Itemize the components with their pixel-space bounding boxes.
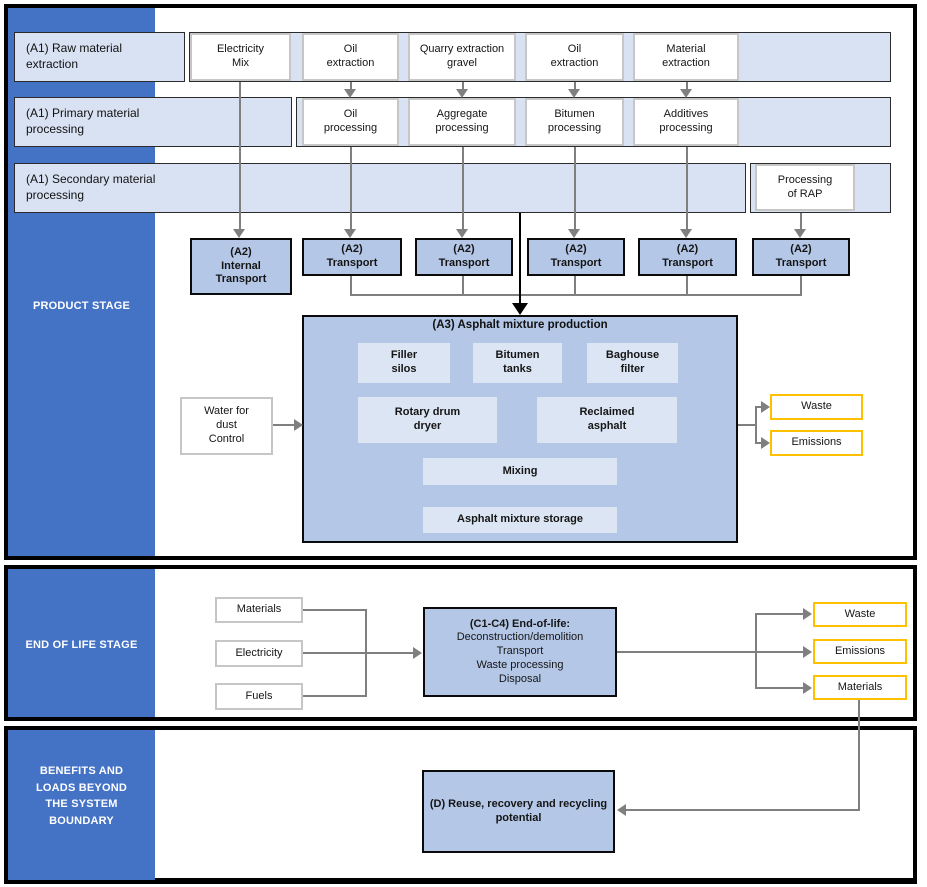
box-quarry-extraction: Quarry extraction gravel bbox=[408, 33, 516, 81]
box-reclaimed-asphalt: Reclaimed asphalt bbox=[537, 397, 677, 443]
arrow-down-icon bbox=[512, 303, 528, 315]
box-oil-processing: Oil processing bbox=[302, 98, 399, 146]
box-materials-output-eol: Materials bbox=[813, 675, 907, 700]
arrow-right-icon bbox=[803, 608, 812, 620]
box-a2-transport-4: (A2) Transport bbox=[638, 238, 737, 276]
product-stage-sidebar bbox=[8, 8, 155, 556]
connector-line bbox=[858, 700, 860, 811]
connector-line bbox=[519, 213, 521, 304]
connector-line bbox=[462, 82, 464, 90]
box-a2-transport-1: (A2) Transport bbox=[302, 238, 402, 276]
connector-line bbox=[757, 651, 805, 653]
arrow-down-icon bbox=[680, 229, 692, 238]
box-bitumen-processing: Bitumen processing bbox=[525, 98, 624, 146]
box-waste-output-a3: Waste bbox=[770, 394, 863, 420]
connector-line bbox=[800, 276, 802, 295]
connector-line bbox=[462, 276, 464, 295]
arrow-down-icon bbox=[456, 229, 468, 238]
arrow-down-icon bbox=[344, 89, 356, 98]
connector-line bbox=[757, 613, 805, 615]
connector-line bbox=[686, 82, 688, 90]
arrow-down-icon bbox=[568, 229, 580, 238]
connector-line bbox=[350, 294, 802, 296]
connector-line bbox=[574, 276, 576, 295]
band-raw-material-extraction: (A1) Raw material extraction bbox=[14, 32, 185, 82]
connector-line bbox=[350, 147, 352, 229]
box-aggregate-processing: Aggregate processing bbox=[408, 98, 516, 146]
connector-line bbox=[757, 687, 805, 689]
connector-line bbox=[273, 424, 294, 426]
connector-line bbox=[617, 651, 757, 653]
connector-line bbox=[303, 652, 414, 654]
box-d-reuse-recovery-recycling: (D) Reuse, recovery and recycling potent… bbox=[422, 770, 615, 853]
c1-c4-steps: Deconstruction/demolition Transport Wast… bbox=[456, 631, 584, 685]
connector-line bbox=[462, 147, 464, 229]
connector-line bbox=[350, 82, 352, 90]
connector-line bbox=[800, 213, 802, 229]
connector-line bbox=[303, 695, 367, 697]
connector-line bbox=[574, 147, 576, 229]
box-rotary-drum-dryer: Rotary drum dryer bbox=[358, 397, 497, 443]
arrow-right-icon bbox=[803, 682, 812, 694]
connector-line bbox=[239, 82, 241, 229]
arrow-right-icon bbox=[761, 437, 770, 449]
box-water-for-dust-control: Water for dust Control bbox=[180, 397, 273, 455]
box-a2-internal-transport: (A2) Internal Transport bbox=[190, 238, 292, 295]
end-of-life-label: END OF LIFE STAGE bbox=[25, 639, 138, 651]
connector-line bbox=[686, 276, 688, 295]
box-additives-processing: Additives processing bbox=[633, 98, 739, 146]
benefits-sidebar bbox=[8, 730, 155, 880]
arrow-down-icon bbox=[680, 89, 692, 98]
arrow-down-icon bbox=[233, 229, 245, 238]
arrow-right-icon bbox=[803, 646, 812, 658]
arrow-left-icon bbox=[617, 804, 626, 816]
benefits-label: BENEFITS AND LOADS BEYOND THE SYSTEM BOU… bbox=[35, 765, 128, 827]
box-a2-transport-2: (A2) Transport bbox=[415, 238, 513, 276]
arrow-right-icon bbox=[761, 401, 770, 413]
box-emissions-output-a3: Emissions bbox=[770, 430, 863, 456]
box-a2-transport-5: (A2) Transport bbox=[752, 238, 850, 276]
box-material-extraction: Material extraction bbox=[633, 33, 739, 81]
connector-line bbox=[755, 406, 757, 444]
arrow-down-icon bbox=[568, 89, 580, 98]
band-primary-processing: (A1) Primary material processing bbox=[14, 97, 292, 147]
connector-line bbox=[755, 613, 757, 689]
connector-line bbox=[686, 147, 688, 229]
arrow-right-icon bbox=[294, 419, 303, 431]
product-stage-label: PRODUCT STAGE bbox=[32, 300, 131, 312]
box-a2-transport-3: (A2) Transport bbox=[527, 238, 625, 276]
box-c1-c4-end-of-life: (C1-C4) End-of-life: Deconstruction/demo… bbox=[423, 607, 617, 697]
box-eol-electricity-input: Electricity bbox=[215, 640, 303, 667]
box-waste-output-eol: Waste bbox=[813, 602, 907, 627]
box-electricity-mix: Electricity Mix bbox=[190, 33, 291, 81]
box-eol-fuels-input: Fuels bbox=[215, 683, 303, 710]
band-secondary-processing: (A1) Secondary material processing bbox=[14, 163, 746, 213]
box-processing-of-rap: Processing of RAP bbox=[755, 164, 855, 211]
arrow-down-icon bbox=[456, 89, 468, 98]
connector-line bbox=[625, 809, 860, 811]
a3-title: (A3) Asphalt mixture production bbox=[432, 319, 608, 331]
arrow-down-icon bbox=[794, 229, 806, 238]
box-baghouse-filter: Baghouse filter bbox=[587, 343, 678, 383]
arrow-right-icon bbox=[413, 647, 422, 659]
connector-line bbox=[757, 406, 763, 408]
box-asphalt-mixture-storage: Asphalt mixture storage bbox=[423, 507, 617, 533]
connector-line bbox=[350, 276, 352, 295]
box-bitumen-tanks: Bitumen tanks bbox=[473, 343, 562, 383]
box-oil-extraction-1: Oil extraction bbox=[302, 33, 399, 81]
box-filler-silos: Filler silos bbox=[358, 343, 450, 383]
arrow-down-icon bbox=[344, 229, 356, 238]
connector-line bbox=[303, 609, 367, 611]
connector-line bbox=[738, 424, 757, 426]
connector-line bbox=[757, 442, 763, 444]
box-oil-extraction-2: Oil extraction bbox=[525, 33, 624, 81]
box-mixing: Mixing bbox=[423, 458, 617, 485]
box-eol-materials-input: Materials bbox=[215, 597, 303, 623]
c1-c4-title: (C1-C4) End-of-life: bbox=[469, 617, 571, 630]
end-of-life-sidebar bbox=[8, 569, 155, 717]
box-emissions-output-eol: Emissions bbox=[813, 639, 907, 664]
connector-line bbox=[574, 82, 576, 90]
